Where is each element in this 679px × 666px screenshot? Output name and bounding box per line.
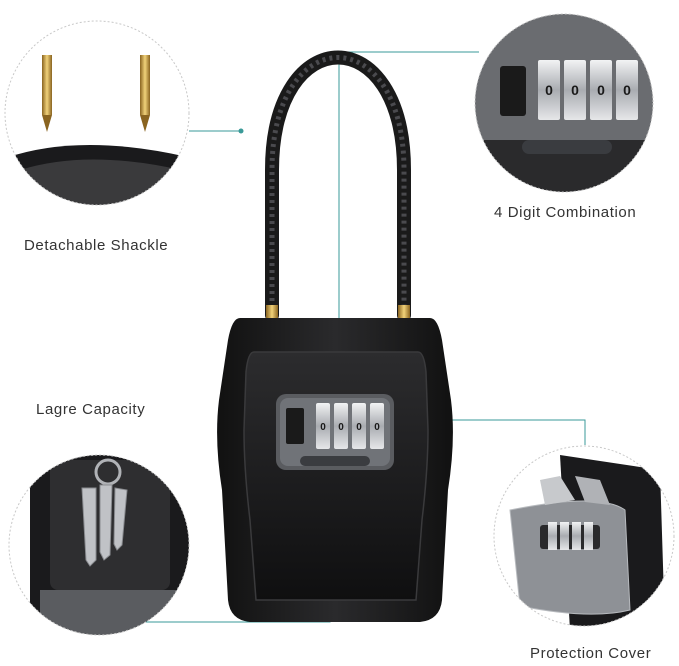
cable-shackle <box>265 50 411 322</box>
label-large-capacity: Lagre Capacity <box>36 401 146 418</box>
detail-detachable-shackle <box>4 20 190 206</box>
shackle-pins-icon <box>42 55 150 132</box>
dial-digit: 0 <box>338 422 344 433</box>
label-detachable-shackle: Detachable Shackle <box>24 237 169 254</box>
dial-digit: 0 <box>597 82 605 98</box>
combination-dial-digits: 0 0 0 0 <box>320 422 380 433</box>
dial-digit: 0 <box>571 82 579 98</box>
dial-digit: 0 <box>623 82 631 98</box>
detail-protection-cover <box>493 445 675 627</box>
dial-digit: 0 <box>545 82 553 98</box>
lockbox-body <box>217 318 453 622</box>
label-protection-cover: Protection Cover <box>530 645 652 662</box>
dial-digit: 0 <box>356 422 362 433</box>
label-4-digit-combination: 4 Digit Combination <box>494 204 637 221</box>
dial-digit: 0 <box>320 422 326 433</box>
keys-icon <box>81 458 128 567</box>
detail-combination: 0 0 0 0 <box>474 13 654 193</box>
detail-capacity <box>8 454 190 636</box>
protection-cover-icon <box>509 476 631 615</box>
dial-digit: 0 <box>374 422 380 433</box>
